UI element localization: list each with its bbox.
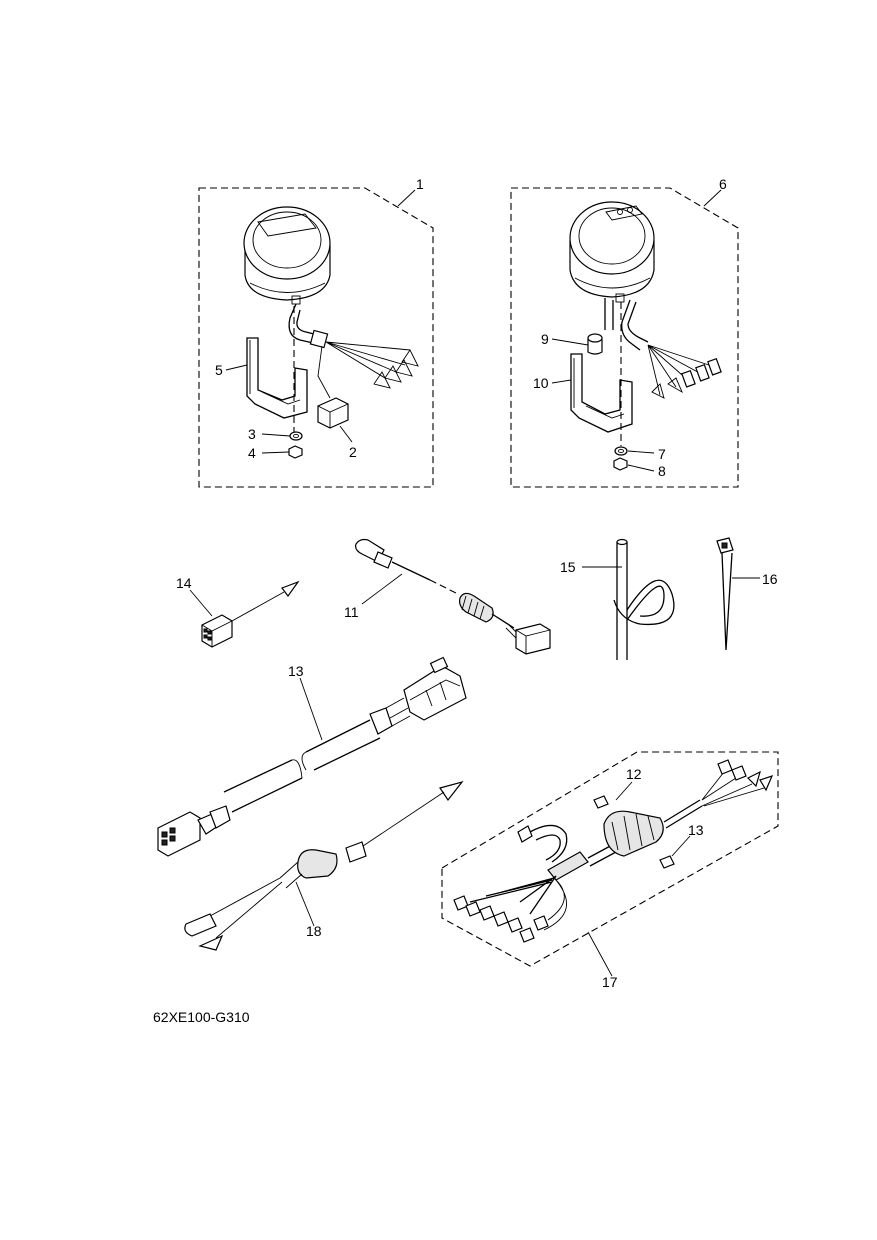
gauge-1-harness	[288, 303, 327, 346]
connector-14: 14	[176, 575, 300, 648]
gauge-1	[243, 206, 331, 305]
callout-2: 2	[349, 444, 357, 460]
sensor-cable-11: 11	[344, 538, 551, 655]
washer-7	[614, 446, 628, 456]
extension-harness-15: 13	[157, 656, 467, 857]
callout-18: 18	[306, 923, 322, 939]
diagram-code: 62XE100-G310	[153, 1009, 250, 1025]
bracket-5	[246, 337, 308, 419]
nut-8	[613, 457, 628, 471]
tube-16: 15	[560, 538, 675, 660]
callout-13b: 13	[688, 822, 704, 838]
callout-10: 10	[533, 375, 549, 391]
callout-15: 13	[288, 663, 304, 679]
sub-harness-kit-12-group: 12 13 17	[441, 751, 779, 990]
callout-9: 9	[541, 331, 549, 347]
callout-5: 5	[215, 362, 223, 378]
kit-12-dashed-border	[441, 751, 779, 967]
gauge-1-leads	[317, 341, 411, 399]
kit-1-dashed-border	[198, 187, 434, 488]
bracket-10	[570, 353, 633, 433]
callout-14: 14	[176, 575, 192, 591]
callout-1: 1	[416, 176, 424, 192]
cap-9	[587, 333, 603, 355]
callout-13a: 12	[626, 766, 642, 782]
lead-18: 18	[184, 780, 464, 951]
callout-7: 7	[658, 446, 666, 462]
callout-16: 15	[560, 559, 576, 575]
gauge-kit-6-group: 6 7 8 9 10	[510, 176, 739, 488]
washer-3	[289, 431, 303, 441]
callout-11: 11	[344, 604, 359, 620]
nut-4	[288, 445, 303, 459]
callout-6: 6	[719, 176, 727, 192]
callout-4: 4	[248, 445, 256, 461]
kit-6-dashed-border	[510, 187, 739, 488]
cable-tie-17: 16	[716, 537, 778, 651]
gauge-6	[569, 201, 655, 303]
callout-17: 16	[762, 571, 778, 587]
connector-2	[317, 397, 349, 429]
gauge-6-harness	[621, 299, 649, 351]
callout-8: 8	[658, 463, 666, 479]
callout-3: 3	[248, 426, 256, 442]
gauge-kit-1-group: 1 2 3 4 5	[198, 176, 434, 488]
callout-12: 17	[602, 974, 618, 990]
